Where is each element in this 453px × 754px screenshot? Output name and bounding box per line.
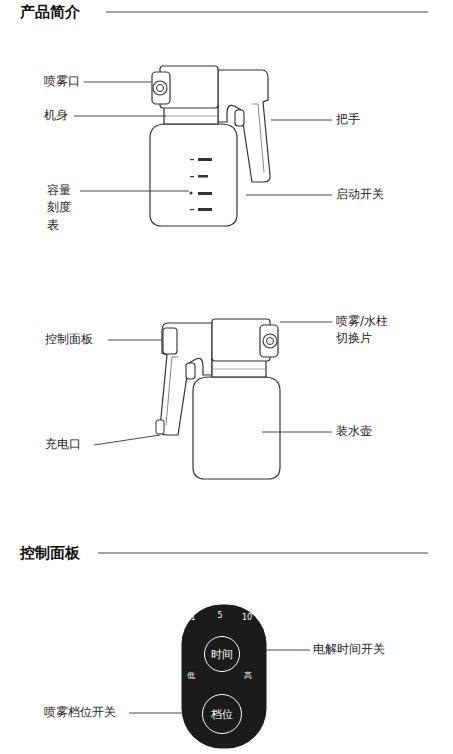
scale-marks [190,158,213,211]
button-label: 档位 [211,707,233,722]
panel-outline [182,605,267,749]
part-label: 装水壶 [336,423,372,440]
part-label: 喷雾/水柱 切换片 [336,313,403,348]
sprayer-front [150,66,270,226]
part-label: 电解时间开关 [313,641,385,658]
section-heading: 控制面板 [20,543,80,565]
part-label: 机身 [44,107,68,124]
part-label: 喷雾档位开关 [44,704,116,721]
part-label: 容量 刻度表 [47,182,75,234]
sprayer-back [160,319,280,479]
part-label: 把手 [336,111,360,128]
round-button: 时间 [204,636,240,672]
part-label: 充电口 [45,436,81,453]
part-label: 喷雾口 [44,73,80,90]
round-button: 档位 [202,694,242,734]
scale-label: 高 [244,670,252,681]
button-label: 时间 [211,647,233,662]
part-label: 控制面板 [45,331,93,348]
section-heading: 产品简介 [20,2,80,24]
scale-label: 1 [190,613,195,622]
control-panel: 1 5 10 低 高时间档位 [181,604,267,749]
scale-label: 10 [242,613,252,622]
scale-label: 5 [217,611,222,620]
scale-label: 低 [187,670,195,681]
control-panel-part [163,328,177,354]
part-label: 启动开关 [336,186,384,203]
charge-port [156,420,164,434]
leader-lines [74,12,428,713]
